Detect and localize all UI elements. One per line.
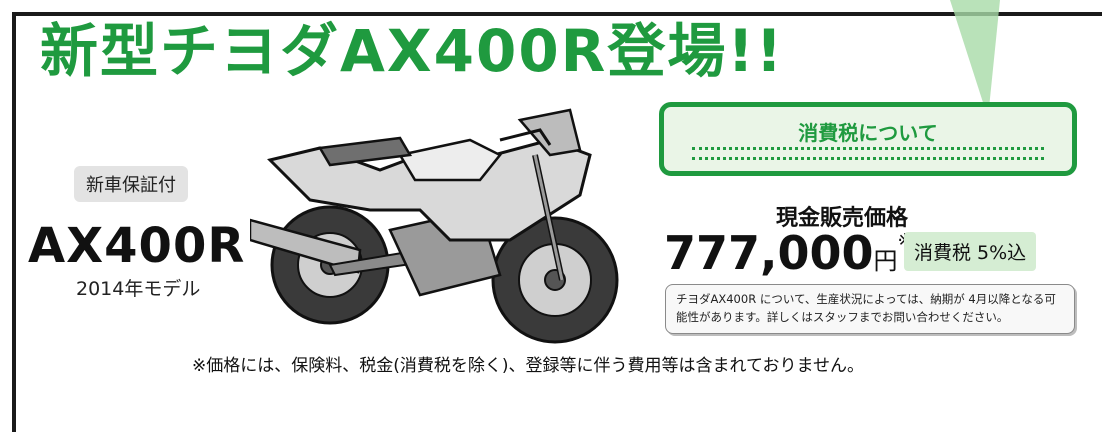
model-name: AX400R (28, 218, 246, 274)
consumption-tax-title: 消費税について (798, 121, 938, 145)
price-label: 現金販売価格 (776, 206, 909, 231)
delivery-note: チヨダAX400R について、生産状況によっては、納期が 4月以降となる可能性が… (665, 284, 1075, 334)
motorcycle-illustration (250, 108, 619, 344)
price-footnote: ※価格には、保険料、税金(消費税を除く)、登録等に伴う費用等は含まれておりません… (192, 356, 864, 376)
tax-included-badge: 消費税 5%込 (904, 232, 1037, 271)
model-year: 2014年モデル (76, 278, 201, 300)
price-value: 777,000 (664, 226, 874, 280)
price-unit: 円 (873, 247, 898, 275)
headline: 新型チヨダAX400R登場!! (40, 17, 785, 85)
tax-dotted-line (692, 147, 1044, 150)
warranty-badge: 新車保証付 (74, 166, 188, 202)
tax-dotted-line (692, 157, 1044, 160)
consumption-tax-box: 消費税について (659, 102, 1077, 176)
price-amount: 777,000円※ (664, 230, 913, 276)
poster-frame (12, 12, 1102, 432)
